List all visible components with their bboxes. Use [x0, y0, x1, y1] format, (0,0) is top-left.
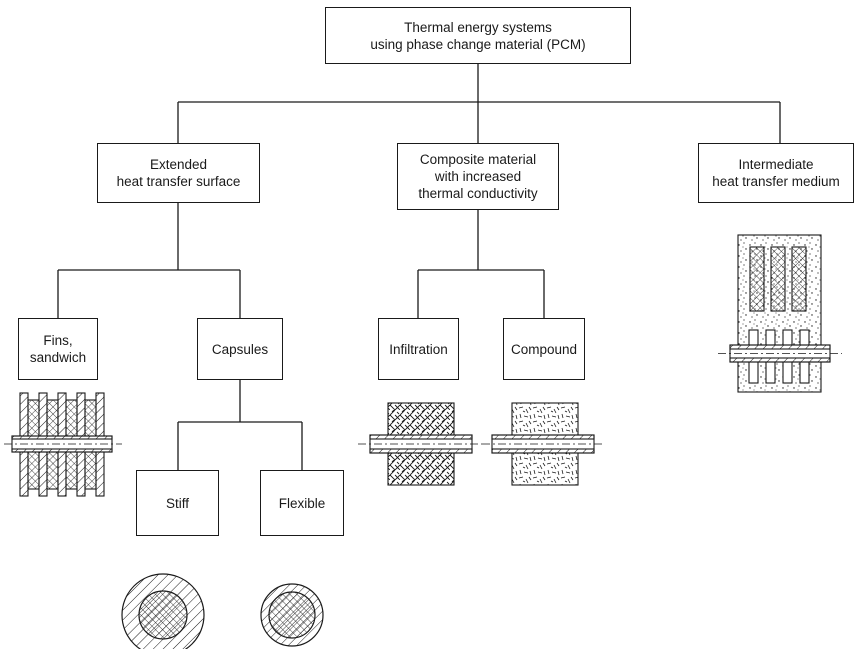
- connectors: [57, 64, 781, 470]
- composite-material-box: Composite material with increased therma…: [397, 143, 559, 210]
- infiltration-box: Infiltration: [378, 318, 459, 380]
- extended-surface-box: Extended heat transfer surface: [97, 143, 260, 203]
- capsules-label: Capsules: [211, 341, 269, 357]
- extended-surface-label: Extended heat transfer surface: [116, 157, 241, 189]
- fins-sandwich-box: Fins, sandwich: [18, 318, 98, 380]
- composite-material-label: Composite material with increased therma…: [418, 152, 538, 201]
- intermediate-medium-illustration: [718, 234, 842, 393]
- infiltration-illustration: [358, 402, 482, 486]
- compound-box: Compound: [503, 318, 585, 380]
- intermediate-medium-box: Intermediate heat transfer medium: [698, 143, 854, 203]
- flexible-label: Flexible: [278, 495, 326, 511]
- stiff-capsule-illustration: [121, 573, 205, 649]
- fins-sandwich-illustration: [4, 392, 122, 497]
- intermediate-medium-label: Intermediate heat transfer medium: [712, 157, 840, 189]
- compound-illustration: [482, 402, 604, 486]
- flexible-capsule-illustration: [260, 583, 324, 647]
- infiltration-label: Infiltration: [389, 341, 448, 357]
- flexible-box: Flexible: [260, 470, 344, 536]
- stiff-box: Stiff: [136, 470, 219, 536]
- stiff-label: Stiff: [165, 495, 189, 511]
- root-label: Thermal energy systems using phase chang…: [370, 19, 586, 52]
- capsules-box: Capsules: [197, 318, 283, 380]
- fins-sandwich-label: Fins, sandwich: [29, 333, 87, 365]
- compound-label: Compound: [510, 341, 578, 357]
- root-box: Thermal energy systems using phase chang…: [325, 7, 631, 64]
